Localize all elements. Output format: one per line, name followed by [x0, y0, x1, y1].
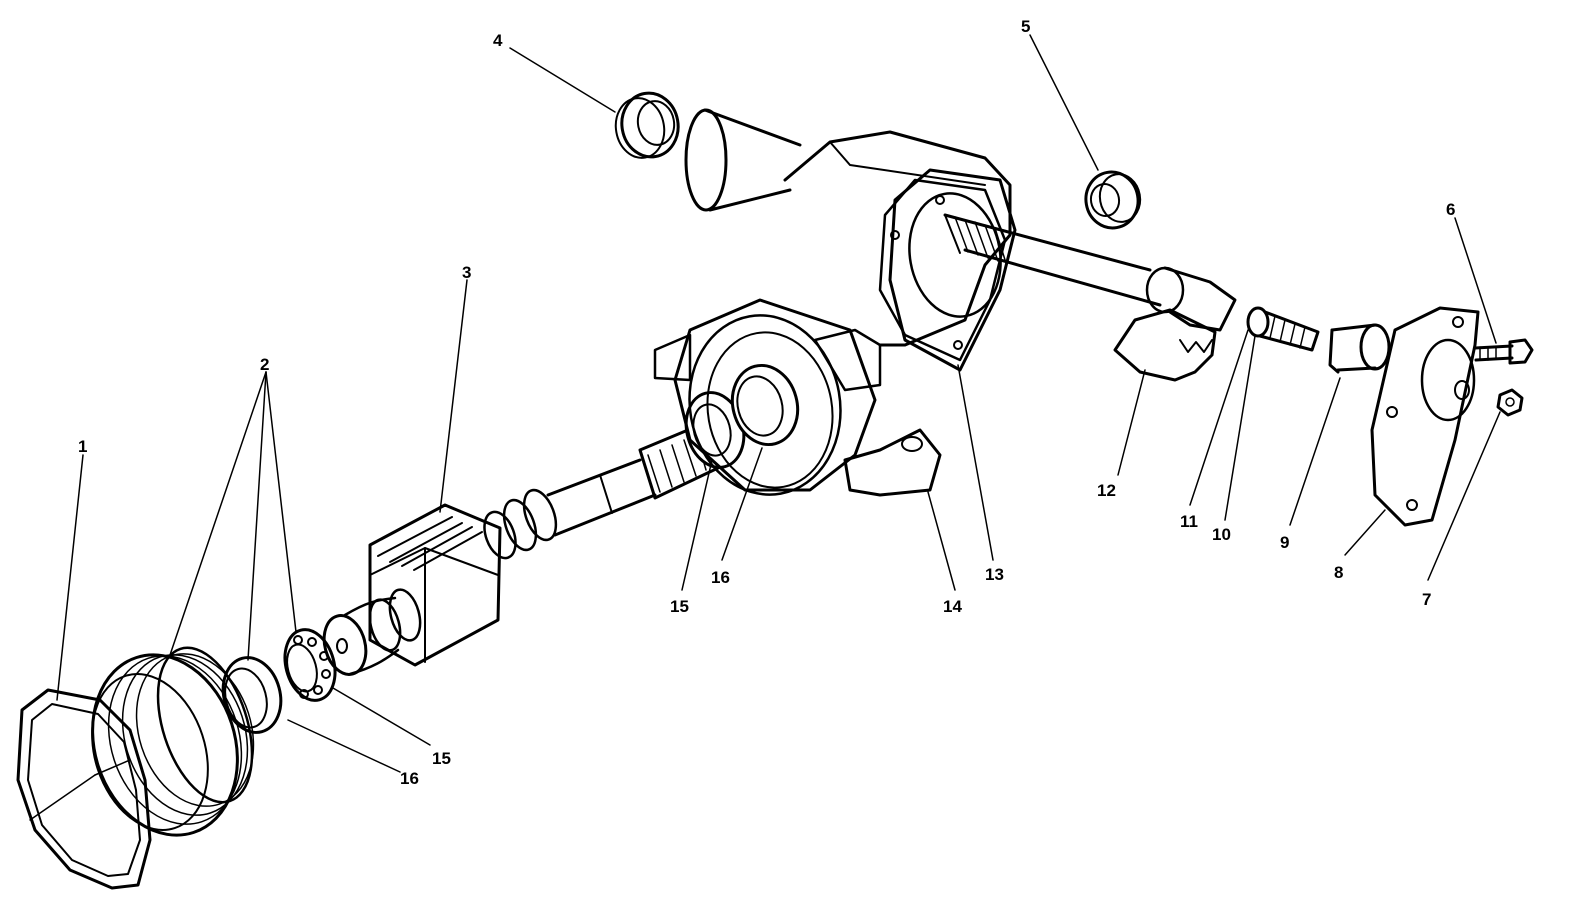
leader-13	[957, 364, 994, 561]
callout-5: 5	[1021, 17, 1030, 36]
part-4-oil-seal	[614, 91, 680, 159]
leader-14	[927, 491, 956, 591]
part-16-bearing-cup-center	[730, 363, 800, 447]
callout-1: 1	[78, 437, 87, 456]
leader-11	[1189, 329, 1249, 506]
part-11-adjusting-screw	[1246, 306, 1320, 352]
callout-8: 8	[1334, 563, 1343, 582]
callout-15-left: 15	[432, 749, 451, 768]
leader-10	[1224, 335, 1256, 521]
leader-9	[1289, 377, 1341, 526]
callout-2: 2	[260, 355, 269, 374]
callout-13: 13	[985, 565, 1004, 584]
callout-labels: 1 2 3 4 5 6 7 8 9 10 11 12 13 14 15 16 1…	[78, 17, 1455, 788]
leader-12	[1117, 369, 1146, 476]
callout-14: 14	[943, 597, 962, 616]
leader-2c	[265, 371, 297, 633]
part-6-bolt	[1473, 338, 1534, 365]
callout-9: 9	[1280, 533, 1289, 552]
part-12-sector-shaft	[943, 213, 1237, 382]
part-5-oil-seal	[1084, 170, 1142, 230]
leader-6	[1454, 217, 1497, 344]
leader-2b	[247, 371, 267, 661]
leader-lines	[56, 34, 1501, 773]
callout-4: 4	[493, 31, 503, 50]
part-15-bearing-cone-left	[283, 628, 337, 702]
callout-16-center: 16	[711, 568, 730, 587]
leader-3	[439, 279, 468, 513]
callout-3: 3	[462, 263, 471, 282]
leader-16a	[721, 447, 763, 561]
callout-16-left: 16	[400, 769, 419, 788]
part-7-nut	[1496, 388, 1524, 417]
leader-4	[509, 47, 616, 113]
callout-6: 6	[1446, 200, 1455, 219]
callout-12: 12	[1097, 481, 1116, 500]
leader-1	[56, 454, 84, 701]
part-9-bush	[1328, 323, 1391, 374]
leader-5	[1029, 34, 1099, 171]
callout-15-center: 15	[670, 597, 689, 616]
callout-7: 7	[1422, 590, 1431, 609]
part-1-cover-ring	[16, 688, 152, 890]
part-16-bearing-cup-left	[221, 656, 283, 734]
leader-15a	[681, 459, 713, 591]
part-13-gasket	[878, 178, 1007, 362]
leader-8	[1344, 509, 1386, 556]
leader-2a	[169, 371, 267, 656]
part-14-gear-housing	[653, 108, 1017, 497]
callout-10: 10	[1212, 525, 1231, 544]
leader-16b	[287, 719, 401, 773]
part-8-side-cover	[1370, 306, 1480, 527]
leader-7	[1427, 411, 1501, 581]
leader-15b	[332, 687, 431, 746]
part-3-worm-shaft-and-nut	[322, 423, 720, 676]
callout-11: 11	[1180, 512, 1198, 531]
